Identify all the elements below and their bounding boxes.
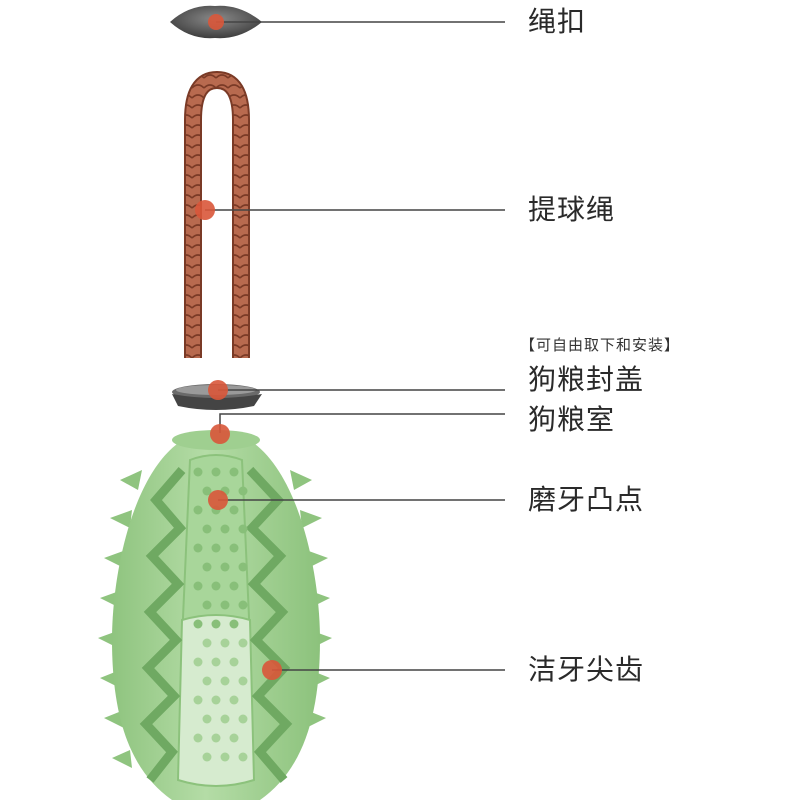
bump xyxy=(203,715,212,724)
bump xyxy=(212,582,221,591)
bump xyxy=(230,468,239,477)
carry-rope xyxy=(193,80,241,358)
label-chamber: 狗粮室 xyxy=(528,406,615,434)
bump xyxy=(203,677,212,686)
bump xyxy=(239,563,248,572)
bump xyxy=(212,620,221,629)
bump xyxy=(239,677,248,686)
bump xyxy=(194,582,203,591)
marker-teeth xyxy=(262,660,282,680)
bump xyxy=(203,753,212,762)
bump xyxy=(212,544,221,553)
bump xyxy=(221,753,230,762)
bump xyxy=(194,620,203,629)
bump xyxy=(203,601,212,610)
bump xyxy=(230,544,239,553)
bump xyxy=(212,696,221,705)
label-teeth: 洁牙尖齿 xyxy=(528,656,644,684)
bump xyxy=(230,582,239,591)
bump xyxy=(203,525,212,534)
bump xyxy=(221,601,230,610)
label-lid: 狗粮封盖 xyxy=(528,366,644,394)
label-note: 【可自由取下和安装】 xyxy=(520,338,680,353)
label-buckle: 绳扣 xyxy=(528,8,586,36)
bump xyxy=(239,639,248,648)
leader-chamber xyxy=(220,414,505,433)
marker-bumps xyxy=(208,490,228,510)
bump xyxy=(212,658,221,667)
bump xyxy=(239,601,248,610)
bump xyxy=(221,639,230,648)
marker-chamber xyxy=(210,424,230,444)
marker-rope xyxy=(195,200,215,220)
bump xyxy=(230,696,239,705)
bump xyxy=(194,696,203,705)
bump xyxy=(212,468,221,477)
bump xyxy=(239,753,248,762)
bump xyxy=(203,563,212,572)
marker-lid xyxy=(208,380,228,400)
bump xyxy=(230,658,239,667)
marker-buckle xyxy=(208,14,224,30)
bump xyxy=(194,658,203,667)
bump xyxy=(194,468,203,477)
bump xyxy=(194,734,203,743)
chew-ball xyxy=(98,430,332,800)
bump xyxy=(221,677,230,686)
bump xyxy=(194,506,203,515)
bump xyxy=(194,544,203,553)
bump xyxy=(221,715,230,724)
bump xyxy=(230,734,239,743)
label-bumps: 磨牙凸点 xyxy=(528,486,644,514)
bump xyxy=(221,563,230,572)
bump xyxy=(230,620,239,629)
bump xyxy=(239,487,248,496)
bump xyxy=(212,734,221,743)
bump xyxy=(239,715,248,724)
label-rope: 提球绳 xyxy=(528,196,615,224)
bump xyxy=(203,639,212,648)
bump xyxy=(221,525,230,534)
bump xyxy=(239,525,248,534)
bump xyxy=(230,506,239,515)
